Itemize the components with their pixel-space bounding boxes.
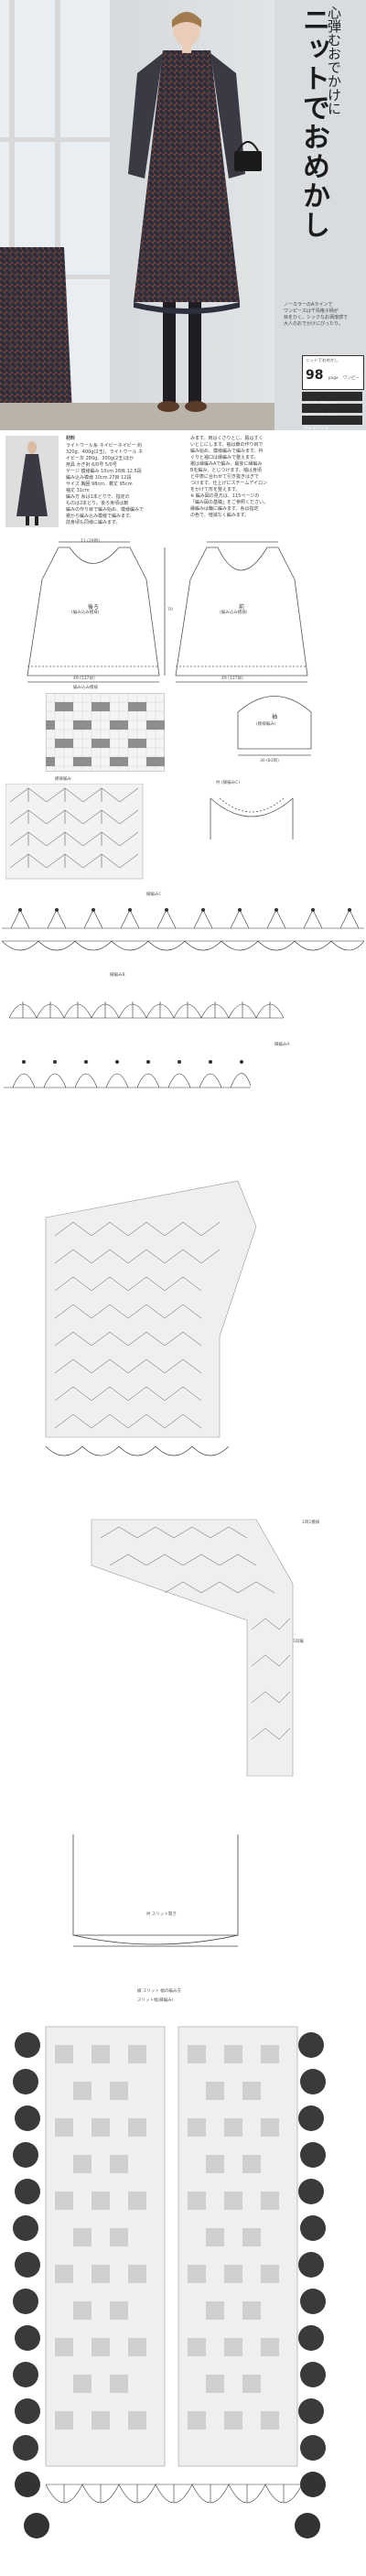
text-line: 前身頃も同様に編みます。	[66, 520, 121, 525]
yoke-right-section: 1段編 1目1模様	[0, 1510, 366, 1785]
text-line: 裾から編み込み模様で編みます。	[66, 514, 135, 519]
bottom-section: 縁 スリット 幅の編み方 スリット幅(縁編み)	[0, 1986, 366, 2576]
text-line: 編み始め、模様編みで編みます。衿	[190, 449, 264, 454]
text-line: 裾は縁編みAで編み、最後に縁編み	[190, 461, 263, 467]
text-line: の色で、増減なく編みます。	[190, 513, 250, 518]
swatch-row: グレイッシュ	[302, 416, 362, 431]
text-line: 袖丈 31cm	[66, 488, 90, 493]
yoke-left-section: 2段編	[0, 1172, 366, 1474]
back-width: 49 (137目)	[73, 676, 95, 681]
grid-title: 編み込み模様	[73, 686, 98, 690]
text-line: 編みの作り目で編み始め、模様編みで	[66, 507, 145, 513]
text-line: 編み込み模様 10cm 27目 12段	[66, 475, 132, 481]
swatch-label: グレイッシュ	[304, 427, 328, 431]
sleeve-opening-label: 衿 スリット開き	[146, 1912, 177, 1917]
handbag	[234, 151, 262, 171]
text-column-right: みます。肩はくさりとじ、脇はすく いとじにします。袖は鎖の作り目で 編み始め、模…	[190, 436, 309, 519]
schematic-section: 後ろ (編み込み模様) 前 (編み込み模様) 49 (137目) 49 (137…	[0, 538, 366, 685]
text-line: 「編み図の基礎」をご参照ください。	[190, 500, 269, 505]
pattern-title: 模様編み	[55, 777, 71, 782]
text-column-left: ライトウール糸 ネイビーネイビー 約 320g、400g(2玉)、ライトウール …	[66, 443, 185, 526]
slit-section: 衿 スリット開き	[0, 1822, 366, 1959]
instructions-section: 材料 ライトウール糸 ネイビーネイビー 約 320g、400g(2玉)、ライトウ…	[0, 430, 366, 538]
colorwork-grid	[46, 693, 165, 772]
sleeve-label: 袖	[271, 714, 277, 720]
text-line: ゲージ 模様編み 10cm 28目 12.5段	[66, 469, 142, 474]
edge-a-chart	[4, 1060, 251, 1088]
fabric-drape	[0, 247, 73, 430]
hero-title: ニットでおめかし	[297, 5, 329, 240]
schematic-drawing	[27, 541, 308, 683]
text-line: 用具 かぎ針 6/0号 5/0号	[66, 462, 117, 468]
box-page-word: page	[328, 376, 339, 381]
bottom-chart	[13, 2026, 326, 2538]
front-width: 49 (137目)	[221, 676, 243, 681]
edge-c-section: 縁編みC	[0, 888, 366, 970]
yoke-right-title: 1段編	[293, 1640, 304, 1644]
neck-diagram	[210, 797, 294, 839]
back-sub: (編み込み模様)	[71, 611, 100, 615]
sleeve-schematic	[237, 696, 312, 756]
text-line: 320g、400g(2玉)、ライトウール ネ	[66, 449, 144, 455]
back-label: 後ろ	[87, 604, 99, 611]
footer-note: 1目1模様	[302, 1521, 320, 1525]
dress	[134, 50, 240, 302]
box-line1: ニットでおめかし	[306, 359, 339, 363]
text-line: ※ 編み図の見方は、115ページの	[190, 493, 260, 499]
front-body-outline	[175, 547, 308, 676]
text-line: つけます。仕上げにスチームアイロン	[190, 481, 268, 486]
neck-title: 衿 (縁編みC)	[216, 781, 241, 785]
text-line: 編み方 糸は1本どりで、指定の	[66, 494, 130, 500]
text-line: 縁編みは輪に編みます。糸は指定	[190, 506, 259, 512]
pattern-chart	[5, 784, 144, 880]
box-page-number: 98	[306, 368, 324, 383]
text-line: イビー灰 280g、300g(2玉)ほか	[66, 456, 135, 461]
hero-caption: ノーカラーのAラインで ワンピースは千鳥格子柄が 目をひく、シックなお洒落感で …	[284, 302, 361, 328]
text-line: と中表に合わせて引き抜きはぎで	[190, 474, 260, 480]
edge-b-section: 縁編みB	[0, 970, 366, 1034]
front-label: 前	[238, 604, 244, 611]
yoke-right-chart	[91, 1519, 294, 1777]
text-line: ライトウール糸 ネイビーネイビー 約	[66, 443, 143, 449]
edge-c-chart	[2, 908, 364, 951]
text-line: みます。肩はくさりとじ、脇はすく	[190, 436, 264, 441]
hero-section: 心弾むおでかけに ニットでおめかし ノーカラーのAラインで ワンピースは千鳥格子…	[0, 0, 366, 431]
text-line: いとじにします。袖は鎖の作り目で	[190, 442, 264, 448]
side-measure: 70	[167, 608, 173, 612]
caption-line: 大人のおでかけにぴったり。	[284, 321, 343, 327]
thumbnail-photo	[5, 436, 59, 527]
caption-line: 目をひく、シックなお洒落感で	[284, 315, 349, 320]
bottom-sub: スリット幅(縁編み)	[137, 1998, 174, 2003]
edge-a-section: 縁編みA	[0, 1034, 366, 1117]
front-sub: (編み込み模様)	[220, 611, 248, 615]
slit-diagram	[72, 1835, 239, 1947]
bottom-title: 縁 スリット 幅の編み方	[137, 1989, 181, 1994]
page-reference-box: ニットでおめかし 98 page ワンピース	[302, 355, 364, 398]
pattern-section: 模様編み 衿 (縁編みC)	[0, 776, 366, 888]
back-body-outline	[27, 547, 160, 676]
text-line: Bを編み、とじつけます。袖は身頃	[190, 468, 262, 473]
hero-subtitle: 心弾むおでかけに	[326, 5, 342, 115]
sleeve-sub: (模様編み)	[256, 722, 276, 727]
materials-title: 材料	[66, 436, 76, 441]
edge-b-title: 縁編みB	[110, 973, 125, 978]
caption-line: ワンピースは千鳥格子柄が	[284, 308, 339, 314]
yoke-left-chart	[45, 1180, 257, 1456]
text-line: をかけて形を整えます。	[190, 487, 241, 492]
edge-a-title: 縁編みA	[274, 1043, 290, 1047]
edge-b-chart	[9, 1001, 284, 1019]
top-measure: 11 (29目)	[81, 539, 100, 544]
text-line: ものは2本どり。後ろ身頃は鎖	[66, 501, 129, 506]
edge-c-title: 縁編みC	[146, 893, 162, 897]
swatch-row: ホワイトベージュ	[302, 404, 362, 419]
caption-line: ノーカラーのAラインで	[284, 302, 333, 308]
grid-section: 編み込み模様 袖 (模様編み) 30 (83目)	[0, 685, 366, 776]
text-line: サイズ 胸囲 98cm、着丈 95cm	[66, 482, 133, 487]
sleeve-width: 30 (83目)	[260, 759, 279, 763]
swatch-row: ネイビーブラウン	[302, 392, 362, 407]
text-line: ぐりと袖口は縁編みで整えます。	[190, 455, 259, 460]
